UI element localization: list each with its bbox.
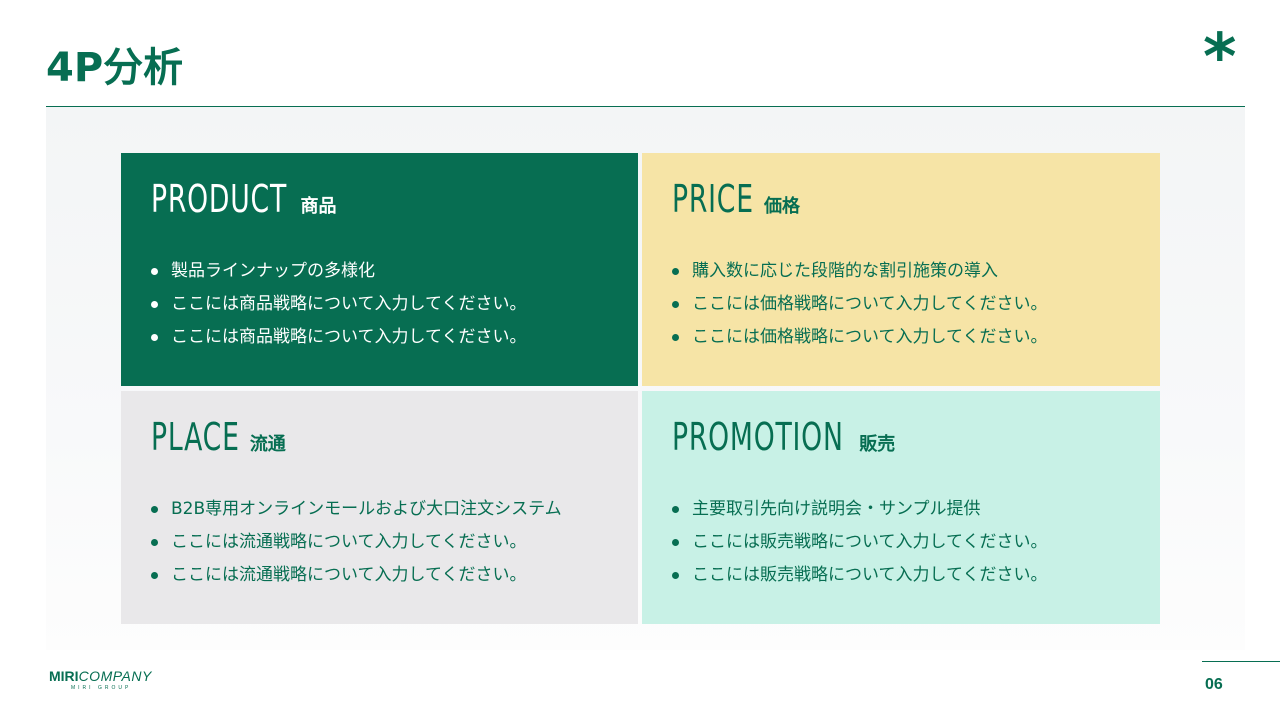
quadrant-title-en: PLACE: [151, 415, 240, 459]
page-title: 4P分析: [46, 45, 184, 91]
list-item: 主要取引先向け説明会・サンプル提供: [672, 493, 1047, 526]
quadrant-header: PRODUCT 商品: [151, 177, 336, 221]
list-item: ここには販売戦略について入力してください。: [672, 559, 1047, 592]
logo-subtitle: MIRI GROUP: [71, 685, 132, 691]
quadrant-product: PRODUCT 商品 製品ラインナップの多様化 ここには商品戦略について入力して…: [121, 153, 638, 386]
quadrant-header: PRICE 価格: [672, 177, 800, 221]
quadrant-title-jp: 商品: [300, 196, 337, 217]
list-item: B2B専用オンラインモールおよび大口注文システム: [151, 493, 562, 526]
title-divider: [46, 106, 1245, 107]
quadrant-title-en: PROMOTION: [672, 415, 844, 459]
quadrant-title-jp: 販売: [859, 434, 896, 455]
quadrant-title-jp: 流通: [249, 434, 286, 455]
bullet-list: 購入数に応じた段階的な割引施策の導入 ここには価格戦略について入力してください。…: [672, 255, 1047, 354]
list-item: 製品ラインナップの多様化: [151, 255, 526, 288]
list-item: ここには商品戦略について入力してください。: [151, 288, 526, 321]
page-number: 06: [1205, 676, 1223, 693]
company-logo: MIRICOMPANY MIRI GROUP: [49, 668, 152, 692]
quadrant-place: PLACE 流通 B2B専用オンラインモールおよび大口注文システム ここには流通…: [121, 391, 638, 624]
list-item: ここには商品戦略について入力してください。: [151, 321, 526, 354]
quadrant-promotion: PROMOTION 販売 主要取引先向け説明会・サンプル提供 ここには販売戦略に…: [642, 391, 1160, 624]
logo-wordmark: MIRICOMPANY: [49, 668, 152, 684]
bullet-list: 製品ラインナップの多様化 ここには商品戦略について入力してください。 ここには商…: [151, 255, 526, 354]
quadrant-price: PRICE 価格 購入数に応じた段階的な割引施策の導入 ここには価格戦略について…: [642, 153, 1160, 386]
quadrant-title-en: PRICE: [672, 177, 754, 221]
list-item: ここには流通戦略について入力してください。: [151, 526, 562, 559]
bullet-list: 主要取引先向け説明会・サンプル提供 ここには販売戦略について入力してください。 …: [672, 493, 1047, 592]
logo-mark: MIRI: [49, 668, 79, 684]
logo-word: COMPANY: [78, 668, 152, 684]
asterisk-decoration-icon: *: [1203, 21, 1237, 95]
quadrant-title-jp: 価格: [764, 196, 801, 217]
quadrant-title-en: PRODUCT: [151, 177, 288, 221]
bullet-list: B2B専用オンラインモールおよび大口注文システム ここには流通戦略について入力し…: [151, 493, 562, 592]
list-item: ここには価格戦略について入力してください。: [672, 288, 1047, 321]
list-item: ここには販売戦略について入力してください。: [672, 526, 1047, 559]
list-item: ここには価格戦略について入力してください。: [672, 321, 1047, 354]
list-item: 購入数に応じた段階的な割引施策の導入: [672, 255, 1047, 288]
quadrant-header: PROMOTION 販売: [672, 415, 895, 459]
quadrant-header: PLACE 流通: [151, 415, 286, 459]
list-item: ここには流通戦略について入力してください。: [151, 559, 562, 592]
page-number-divider: [1202, 661, 1280, 662]
